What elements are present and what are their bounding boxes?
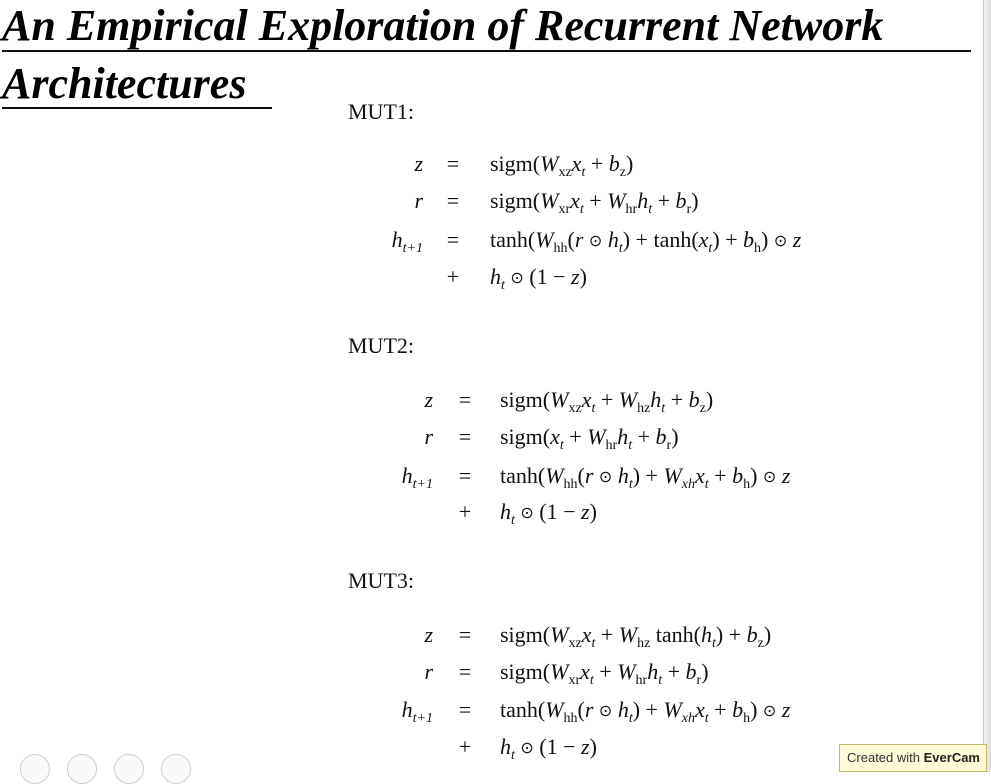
slide-title-line-2: Architectures xyxy=(2,59,247,108)
mut1-row-2-op: = xyxy=(446,188,460,213)
mut2-row-3-lhs: ht+1 xyxy=(401,463,433,492)
player-control-4[interactable] xyxy=(161,754,191,784)
mut2-row-2-op: = xyxy=(458,424,472,449)
mut1-row-3-rhs: tanh(Whh(r ⊙ ht) + tanh(xt) + bh) ⊙ z xyxy=(490,227,802,256)
mut2-row-2-rhs: sigm(xt + Whrht + br) xyxy=(500,424,679,453)
mut3-row-3-op: = xyxy=(458,697,472,722)
watermark-brand: EverCam xyxy=(923,750,980,765)
mut1-row-2-rhs: sigm(Wxrxt + Whrht + br) xyxy=(490,188,699,217)
player-control-3[interactable] xyxy=(114,754,144,784)
mut2-row-3-op: = xyxy=(458,463,472,488)
mut3-row-3-lhs: ht+1 xyxy=(401,697,433,726)
mut2-equations: z = sigm(Wxzxt + Whzht + bz) r = sigm(xt… xyxy=(378,385,938,535)
mut1-row-1-rhs: sigm(Wxzxt + bz) xyxy=(490,151,634,180)
mut2-row-1-op: = xyxy=(458,387,472,412)
mut1-row-4-op: + xyxy=(446,264,460,289)
slide-title-line-1: An Empirical Exploration of Recurrent Ne… xyxy=(2,1,884,50)
mut2-row-2-lhs: r xyxy=(424,424,433,449)
mut1-equations: z = sigm(Wxzxt + bz) r = sigm(Wxrxt + Wh… xyxy=(368,149,928,299)
player-controls xyxy=(20,754,191,784)
mut2-row-3-rhs: tanh(Whh(r ⊙ ht) + Wxhxt + bh) ⊙ z xyxy=(500,463,791,492)
mut2-row-1-rhs: sigm(Wxzxt + Whzht + bz) xyxy=(500,387,714,416)
mut3-row-4-op: + xyxy=(458,734,472,759)
mut2-row-1-lhs: z xyxy=(424,387,433,412)
mut1-row-4-rhs: ht ⊙ (1 − z) xyxy=(490,264,587,293)
mut1-row-3-op: = xyxy=(446,227,460,252)
mut1-row-3-lhs: ht+1 xyxy=(391,227,423,256)
mut1-row-1-op: = xyxy=(446,151,460,176)
title-underline-1 xyxy=(2,50,971,52)
mut2-heading: MUT2: xyxy=(348,333,414,358)
mut3-row-1-rhs: sigm(Wxzxt + Whz tanh(ht) + bz) xyxy=(500,622,772,651)
mut1-heading: MUT1: xyxy=(348,99,414,124)
evercam-watermark: Created with EverCam xyxy=(839,744,987,772)
mut1-row-2-lhs: r xyxy=(414,188,423,213)
mut3-row-2-lhs: r xyxy=(424,659,433,684)
mut3-row-2-rhs: sigm(Wxrxt + Whrht + br) xyxy=(500,659,709,688)
watermark-prefix: Created with xyxy=(847,750,920,765)
mut3-equations: z = sigm(Wxzxt + Whz tanh(ht) + bz) r = … xyxy=(378,620,938,770)
player-control-2[interactable] xyxy=(67,754,97,784)
mut2-row-4-op: + xyxy=(458,499,472,524)
mut3-row-4-rhs: ht ⊙ (1 − z) xyxy=(500,734,597,763)
mut2-row-4-rhs: ht ⊙ (1 − z) xyxy=(500,499,597,528)
player-control-1[interactable] xyxy=(20,754,50,784)
mut3-row-1-lhs: z xyxy=(424,622,433,647)
mut1-row-1-lhs: z xyxy=(414,151,423,176)
window-right-edge xyxy=(983,0,991,772)
mut3-row-1-op: = xyxy=(458,622,472,647)
mut3-heading: MUT3: xyxy=(348,568,414,593)
mut3-row-3-rhs: tanh(Whh(r ⊙ ht) + Wxhxt + bh) ⊙ z xyxy=(500,697,791,726)
mut3-row-2-op: = xyxy=(458,659,472,684)
title-underline-2 xyxy=(2,107,272,109)
